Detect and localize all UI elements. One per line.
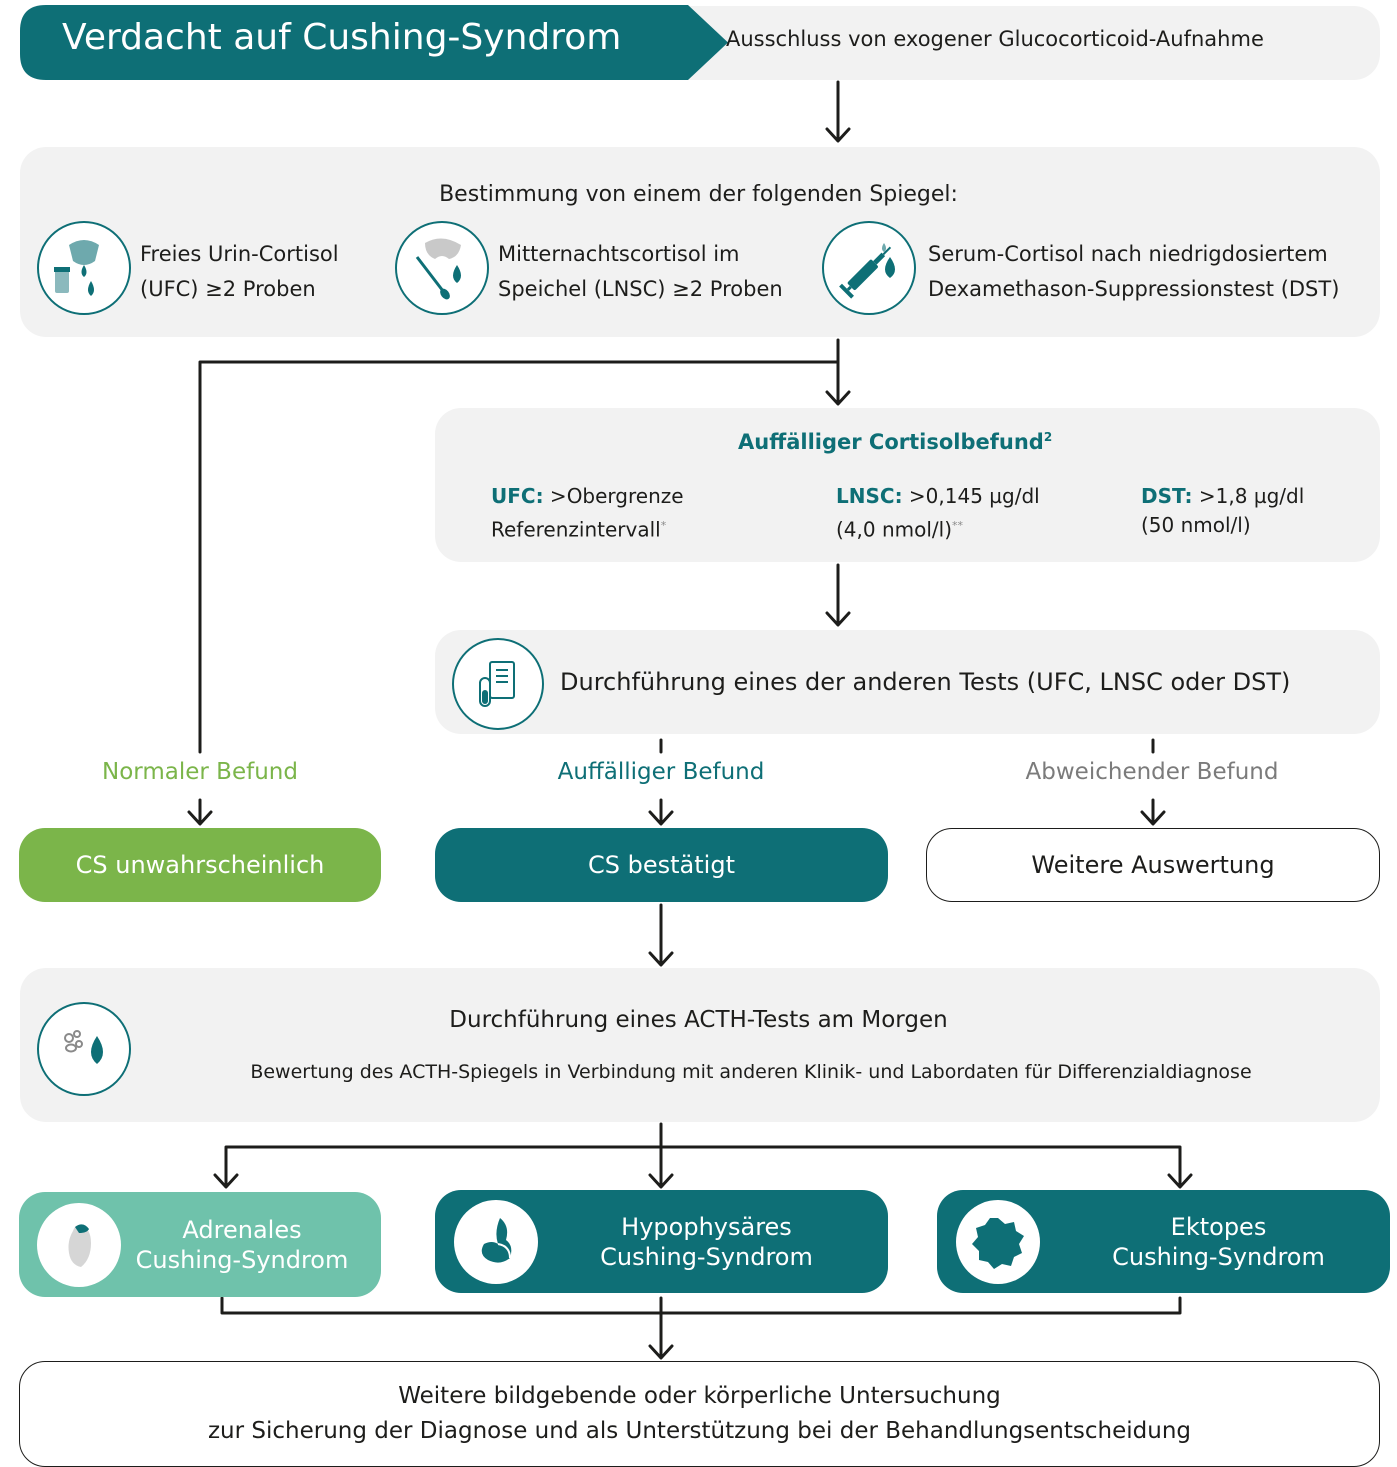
ectopic-cell-icon [956, 1200, 1040, 1284]
measurement-heading: Bestimmung von einem der folgenden Spieg… [439, 182, 958, 207]
dst-line2: (50 nmol/l) [1141, 513, 1251, 537]
dst-threshold: DST: >1,8 µg/dl (50 nmol/l) [1141, 482, 1304, 540]
blood-drop-icon [37, 1002, 131, 1096]
pituitary-gland-icon [454, 1200, 538, 1284]
lnsc-threshold: LNSC: >0,145 µg/dl (4,0 nmol/l)** [836, 482, 1040, 545]
ufc-line2: Referenzintervall [491, 517, 661, 542]
dst-line1: >1,8 µg/dl [1192, 484, 1305, 508]
dst-key: DST: [1141, 484, 1193, 508]
lnsc-line2: (4,0 nmol/l) [836, 517, 953, 542]
pituitary-cs-box: Hypophysäres Cushing-Syndrom [435, 1190, 888, 1293]
final-examination-box: Weitere bildgebende oder körperliche Unt… [19, 1361, 1380, 1467]
measurement-dst-line1: Serum-Cortisol nach niedrigdosiertem [928, 242, 1328, 266]
cs-confirmed-box: CS bestätigt [435, 828, 888, 902]
test-report-icon [452, 638, 544, 730]
ufc-key: UFC: [491, 484, 544, 508]
exclusion-note-panel [640, 6, 1380, 80]
ectopic-line2: Cushing-Syndrom [1112, 1242, 1325, 1271]
cs-unlikely-text: CS unwahrscheinlich [75, 851, 325, 879]
final-line1: Weitere bildgebende oder körperliche Unt… [398, 1383, 1001, 1409]
acth-title: Durchführung eines ACTH-Tests am Morgen [449, 1007, 948, 1033]
further-evaluation-box: Weitere Auswertung [926, 828, 1380, 902]
abnormal-finding-label: Auffälliger Befund [557, 759, 765, 785]
abnormal-cortisol-panel [435, 408, 1380, 562]
abnormal-cortisol-heading: Auffälliger Cortisolbefund2 [738, 430, 1052, 454]
measurement-panel [20, 147, 1380, 337]
lnsc-footnote-marker: ** [952, 519, 964, 532]
further-evaluation-text: Weitere Auswertung [1031, 851, 1275, 879]
syringe-icon [822, 221, 916, 315]
cs-confirmed-text: CS bestätigt [588, 851, 735, 879]
title-bar: Verdacht auf Cushing-Syndrom [20, 5, 728, 80]
page-title: Verdacht auf Cushing-Syndrom [62, 17, 622, 58]
second-test-text: Durchführung eines der anderen Tests (UF… [560, 668, 1291, 696]
measurement-dst-line2: Dexamethason-Suppressionstest (DST) [928, 277, 1340, 301]
lnsc-line1: >0,145 µg/dl [902, 484, 1040, 508]
exclusion-note: Ausschluss von exogener Glucocorticoid-A… [726, 27, 1264, 51]
acth-subtitle: Bewertung des ACTH-Spiegels in Verbindun… [250, 1061, 1252, 1083]
acth-panel [20, 968, 1380, 1122]
final-line2: zur Sicherung der Diagnose und als Unter… [207, 1418, 1192, 1444]
ufc-line1: >Obergrenze [543, 484, 684, 508]
second-test-panel [435, 630, 1380, 734]
saliva-swab-icon [395, 221, 489, 315]
cs-unlikely-box: CS unwahrscheinlich [19, 828, 381, 902]
measurement-lnsc-line1: Mitternachtscortisol im [498, 242, 740, 266]
urine-cup-icon [37, 221, 131, 315]
ufc-footnote-marker: * [660, 519, 667, 532]
measurement-lnsc-line2: Speichel (LNSC) ≥2 Proben [498, 277, 783, 301]
ufc-threshold: UFC: >Obergrenze Referenzintervall* [491, 482, 684, 545]
measurement-ufc-line1: Freies Urin-Cortisol [140, 242, 339, 266]
pituitary-line1: Hypophysäres [621, 1212, 792, 1241]
normal-finding-label: Normaler Befund [102, 759, 298, 785]
ectopic-line1: Ektopes [1170, 1212, 1267, 1241]
pituitary-line2: Cushing-Syndrom [600, 1242, 813, 1271]
deviating-finding-label: Abweichender Befund [1025, 759, 1279, 785]
measurement-ufc-line2: (UFC) ≥2 Proben [140, 277, 316, 301]
adrenal-line2: Cushing-Syndrom [135, 1245, 349, 1274]
lnsc-key: LNSC: [836, 484, 903, 508]
adrenal-gland-icon [37, 1203, 121, 1287]
adrenal-line1: Adrenales [182, 1215, 302, 1244]
abnormal-heading-text: Auffälliger Cortisolbefund [738, 430, 1044, 454]
footnote-2-marker: 2 [1043, 430, 1053, 444]
